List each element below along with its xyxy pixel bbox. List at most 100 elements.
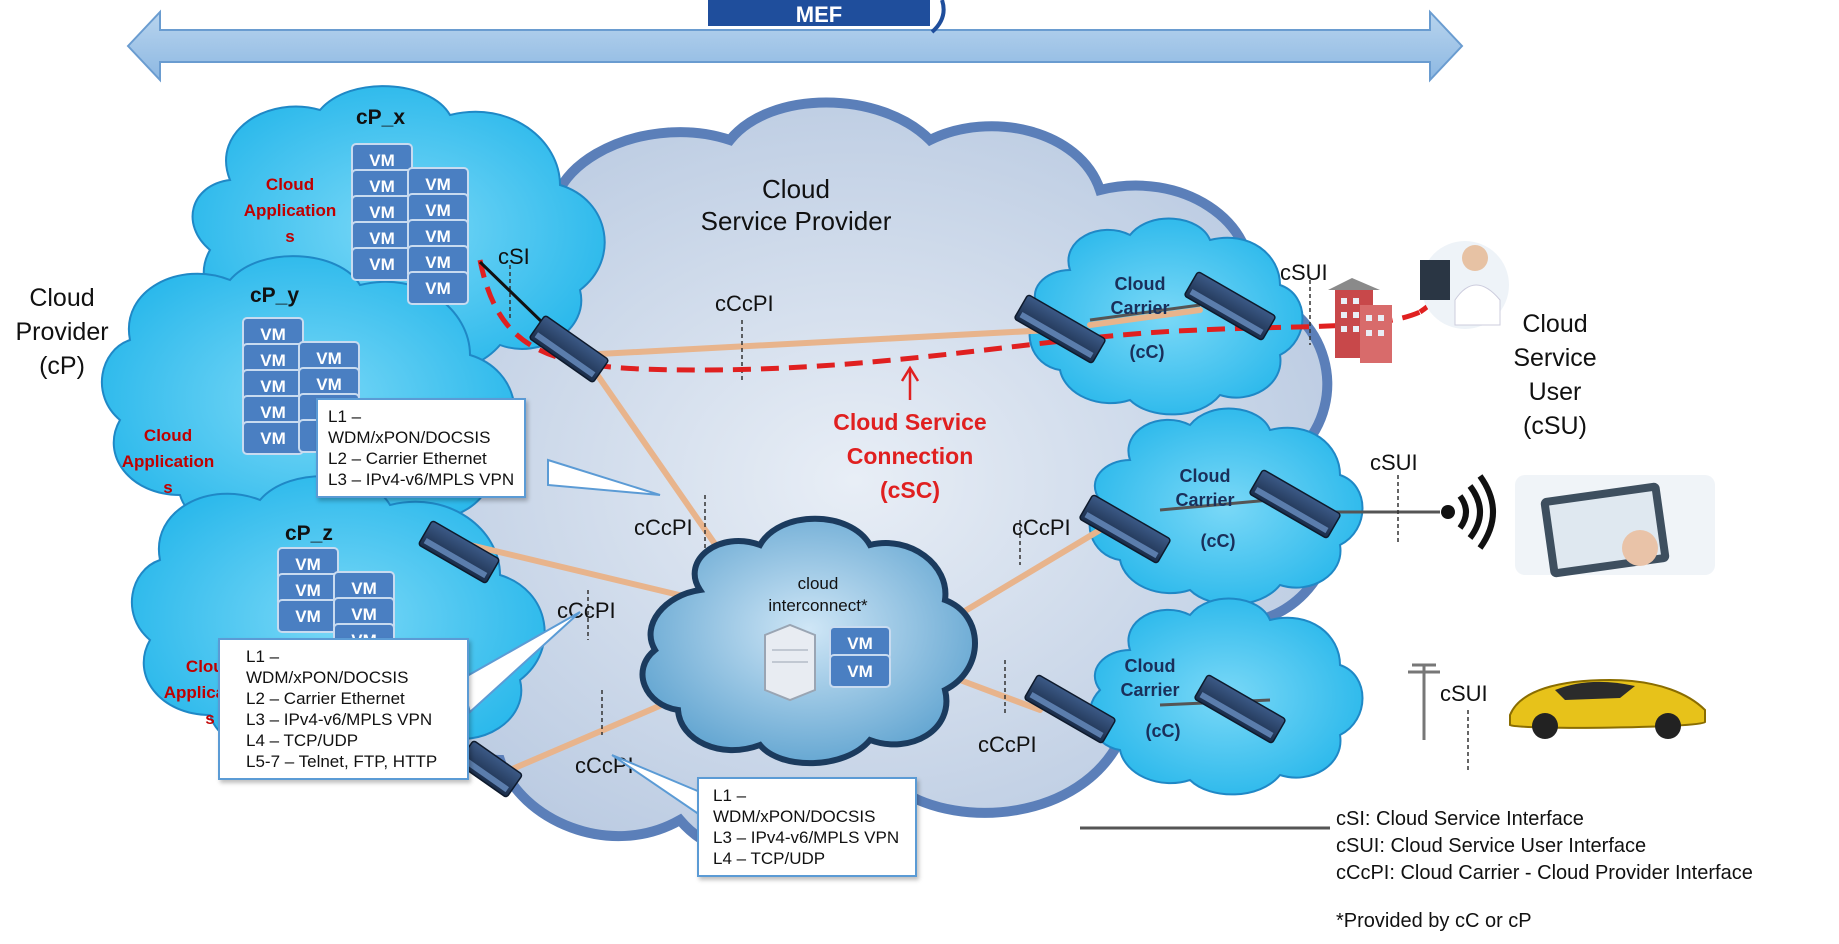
vm-label: VM <box>847 634 873 653</box>
vm-label: VM <box>425 253 451 272</box>
carrier-device <box>1194 674 1286 744</box>
vm-block: VM <box>351 169 413 203</box>
vm-block: VM <box>351 195 413 229</box>
callout-3-line-4: L4 – TCP/UDP <box>713 849 826 868</box>
csu-line-2: Service <box>1513 344 1596 372</box>
ccpi-label-right-middle: cCcPI <box>1012 515 1071 540</box>
carrier-top-line-1: Cloud <box>1115 274 1166 294</box>
vm-label: VM <box>295 581 321 600</box>
vm-block: VM <box>242 395 304 429</box>
carrier-device <box>1024 674 1116 744</box>
vm-block: VM <box>407 271 469 305</box>
callout-1-line-2: WDM/xPON/DOCSIS <box>328 428 491 447</box>
ccpi-label-left-upper: cCcPI <box>634 515 693 540</box>
app-x-line-2: Application <box>244 201 337 220</box>
cloud-provider-line-1: Cloud <box>29 284 94 312</box>
switch-device <box>457 740 523 798</box>
callout-1-line-1: L1 – <box>328 407 362 426</box>
switch-device <box>418 520 500 584</box>
cloud-provider-line-2: Provider <box>15 318 108 346</box>
csu-line-4: (cSU) <box>1523 412 1587 440</box>
csi-link <box>478 260 547 327</box>
cell-tower-icon <box>1408 663 1440 740</box>
vm-layer: VMVMVMVMVMVMVMVMVMVMVMVMVMVMVMVMVMVMVMVM… <box>242 143 891 688</box>
vm-block: VM <box>277 547 339 581</box>
csu-line-1: Cloud <box>1522 310 1587 338</box>
wireless-signal-icon <box>1441 474 1496 550</box>
csu-line-3: User <box>1529 378 1582 406</box>
carrier-device <box>1014 294 1106 364</box>
vm-label: VM <box>425 279 451 298</box>
vm-label: VM <box>260 351 286 370</box>
vm-label: VM <box>351 579 377 598</box>
banner-double-arrow <box>126 9 1464 83</box>
vm-block: VM <box>829 626 891 660</box>
callout-2-line-3: L2 – Carrier Ethernet <box>246 689 405 708</box>
callout-2-line-5: L4 – TCP/UDP <box>246 731 359 750</box>
vm-block: VM <box>277 599 339 633</box>
protocol-callout-3: L1 – WDM/xPON/DOCSIS L3 – IPv4-v6/MPLS V… <box>697 777 918 877</box>
vm-label: VM <box>369 255 395 274</box>
carrier-label-middle: Cloud Carrier (cC) <box>1175 466 1235 551</box>
callout-3-line-2: WDM/xPON/DOCSIS <box>713 807 876 826</box>
vm-label: VM <box>295 555 321 574</box>
csp-line-2: Service Provider <box>701 206 892 236</box>
tablet-user-icon <box>1515 475 1715 578</box>
provider-name-cp-z: cP_z <box>285 522 333 545</box>
ccpi-label-top: cCcPI <box>715 291 774 316</box>
vm-block: VM <box>277 573 339 607</box>
vm-label: VM <box>260 429 286 448</box>
vm-block: VM <box>242 369 304 403</box>
cloud-service-provider-label: Cloud Service Provider <box>701 174 892 236</box>
carrier-device <box>1249 469 1341 539</box>
callout-2-line-1: L1 – <box>246 647 280 666</box>
app-y-line-1: Cloud <box>144 426 192 445</box>
vm-block: VM <box>242 343 304 377</box>
legend-csui: cSUI: Cloud Service User Interface <box>1336 835 1647 857</box>
carrier-device <box>1079 494 1171 564</box>
building-icon <box>1328 278 1392 363</box>
interconnect-line-1: cloud <box>798 574 839 593</box>
car-icon <box>1509 678 1706 739</box>
app-x-line-1: Cloud <box>266 175 314 194</box>
ccpi-label-bottom-left: cCcPI <box>575 753 634 778</box>
vm-label: VM <box>847 662 873 681</box>
callout-3-line-3: L3 – IPv4-v6/MPLS VPN <box>713 828 900 847</box>
ccpi-label-bottom-right: cCcPI <box>978 732 1037 757</box>
csp-line-1: Cloud <box>762 174 830 204</box>
vm-block: VM <box>407 245 469 279</box>
device-layer <box>418 271 1341 798</box>
csi-label: cSI <box>498 244 530 269</box>
banner-logo: MEF <box>690 0 946 34</box>
footnote: *Provided by cC or cP <box>1336 910 1532 932</box>
carrier-top-line-2: Carrier <box>1110 298 1169 318</box>
callout-2-line-4: L3 – IPv4-v6/MPLS VPN <box>246 710 433 729</box>
app-z-line-3: s <box>205 709 214 728</box>
csc-line-1: Cloud Service <box>833 409 986 435</box>
banner-logo-text: MEF <box>796 2 842 27</box>
cloud-provider-label: Cloud Provider (cP) <box>15 284 108 380</box>
protocol-callout-1: L1 – WDM/xPON/DOCSIS L2 – Carrier Ethern… <box>316 398 527 498</box>
vm-block: VM <box>829 654 891 688</box>
carrier-bottom-abbr: (cC) <box>1146 721 1181 741</box>
provider-name-cp-y: cP_y <box>250 284 299 307</box>
server-rack-icon <box>764 623 816 702</box>
vm-label: VM <box>260 325 286 344</box>
carrier-bottom-line-2: Carrier <box>1120 680 1179 700</box>
vm-label: VM <box>425 227 451 246</box>
callout-2-line-2: WDM/xPON/DOCSIS <box>246 668 409 687</box>
cloud-service-user-label: Cloud Service User (cSU) <box>1513 310 1596 440</box>
provider-name-cp-x: cP_x <box>356 106 405 129</box>
vm-block: VM <box>298 341 360 375</box>
vm-label: VM <box>351 605 377 624</box>
carrier-label-bottom: Cloud Carrier (cC) <box>1120 656 1180 741</box>
vm-block: VM <box>242 421 304 455</box>
vm-label: VM <box>425 175 451 194</box>
vm-label: VM <box>369 177 395 196</box>
protocol-callout-2: L1 – WDM/xPON/DOCSIS L2 – Carrier Ethern… <box>218 638 470 780</box>
carrier-middle-line-1: Cloud <box>1180 466 1231 486</box>
csui-label-bottom: cSUI <box>1440 681 1488 706</box>
legend-ccpi: cCcPI: Cloud Carrier - Cloud Provider In… <box>1336 862 1753 884</box>
vm-block: VM <box>242 317 304 351</box>
